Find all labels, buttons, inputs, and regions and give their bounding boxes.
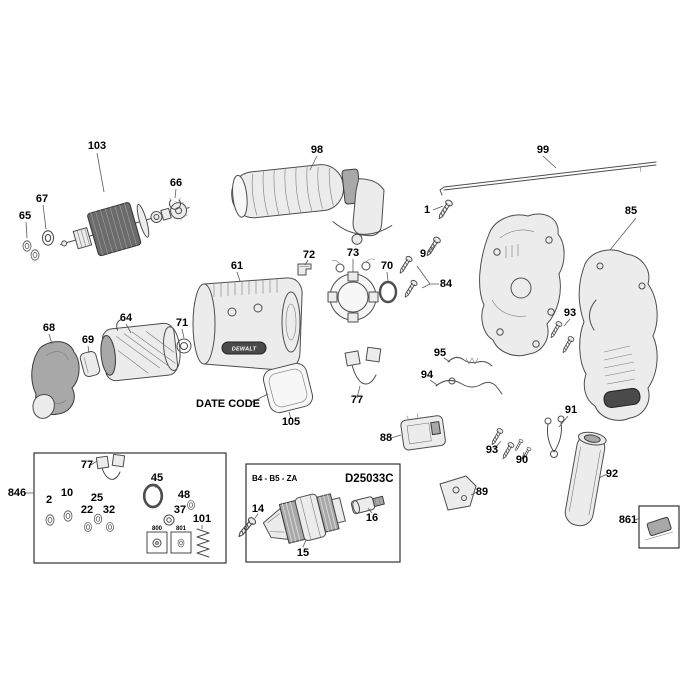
label-22: 22 [81,504,93,516]
label-84: 84 [440,278,453,290]
housing-right-half-drawing [578,249,658,421]
brush-holder-drawing [327,258,379,323]
label-72: 72 [303,249,315,261]
label-model-number: D25033C [345,473,394,485]
label-73: 73 [347,247,359,259]
label-48: 48 [178,489,190,501]
motor-housing-drawing: DEWALT [192,277,303,371]
label-37: 37 [174,504,186,516]
leader-lines [25,152,641,548]
label-67: 67 [36,193,48,205]
label-70: 70 [381,260,393,272]
shell-68-drawing [31,341,80,419]
grip-tube-92-drawing [564,431,607,527]
sub-box-801-drawing [170,531,192,554]
bracket-89-drawing [439,475,477,511]
label-103: 103 [88,140,106,152]
label-32: 32 [103,504,115,516]
label-45: 45 [151,472,163,484]
plate-69-drawing [79,350,101,378]
label-90: 90 [516,454,528,466]
label-16: 16 [366,512,378,524]
label-14: 14 [252,503,265,515]
label-1: 1 [424,204,430,216]
label-88: 88 [380,432,392,444]
side-handle-drawing [231,164,393,245]
label-105: 105 [282,416,300,428]
label-region-code: B4 - B5 - ZA [252,474,298,483]
armature-drawing [59,200,190,257]
suppressor-77-drawing [344,346,382,385]
label-800: 800 [152,526,163,532]
switch-88-drawing [400,413,446,451]
label-15: 15 [297,547,309,559]
label-801: 801 [176,526,187,532]
suppressor-77-inset-drawing [95,453,126,480]
chuck-drawing [262,493,346,544]
label-65: 65 [19,210,31,222]
label-date-code: DATE CODE [196,398,260,410]
sub-box-800-drawing [146,531,168,554]
clip-72-drawing [297,263,312,276]
label-95: 95 [434,347,446,359]
label-64: 64 [120,312,133,324]
label-61: 61 [231,260,243,272]
label-plate-105-drawing [262,362,314,414]
ring-37-drawing [163,514,175,526]
part-labels: 103 66 67 65 98 99 1 85 9 84 72 73 70 61… [8,140,637,559]
label-93-upper: 93 [564,307,576,319]
label-68: 68 [43,322,55,334]
label-77-inset: 77 [81,459,93,471]
label-93-lower: 93 [486,444,498,456]
brand-logo-text: DEWALT [232,347,257,353]
inset-box-chuck [235,463,401,563]
spring-101-drawing [196,528,210,558]
ring-71-drawing [176,338,192,354]
label-98: 98 [311,144,323,156]
label-94: 94 [421,369,434,381]
label-91: 91 [565,404,577,416]
label-77-main: 77 [351,394,363,406]
label-2: 2 [46,494,52,506]
wire-95-drawing [447,356,493,367]
label-69: 69 [82,334,94,346]
spring-clip-91-drawing [544,415,565,458]
kit-box-861-drawing [638,505,680,549]
label-85: 85 [625,205,637,217]
label-89: 89 [476,486,488,498]
inset-box-846 [33,452,227,564]
label-9: 9 [420,248,426,260]
field-coil-drawing [100,319,181,382]
housing-left-half-drawing [479,213,565,357]
label-861: 861 [619,514,637,526]
label-92: 92 [606,468,618,480]
label-66: 66 [170,177,182,189]
retaining-ring-66-drawing [169,197,181,210]
label-25: 25 [91,492,103,504]
label-846: 846 [8,487,26,499]
label-99: 99 [537,144,549,156]
label-71: 71 [176,317,188,329]
wire-94-drawing [435,377,503,395]
label-10: 10 [61,487,73,499]
label-101: 101 [193,513,211,525]
depth-rod-drawing [439,161,657,196]
